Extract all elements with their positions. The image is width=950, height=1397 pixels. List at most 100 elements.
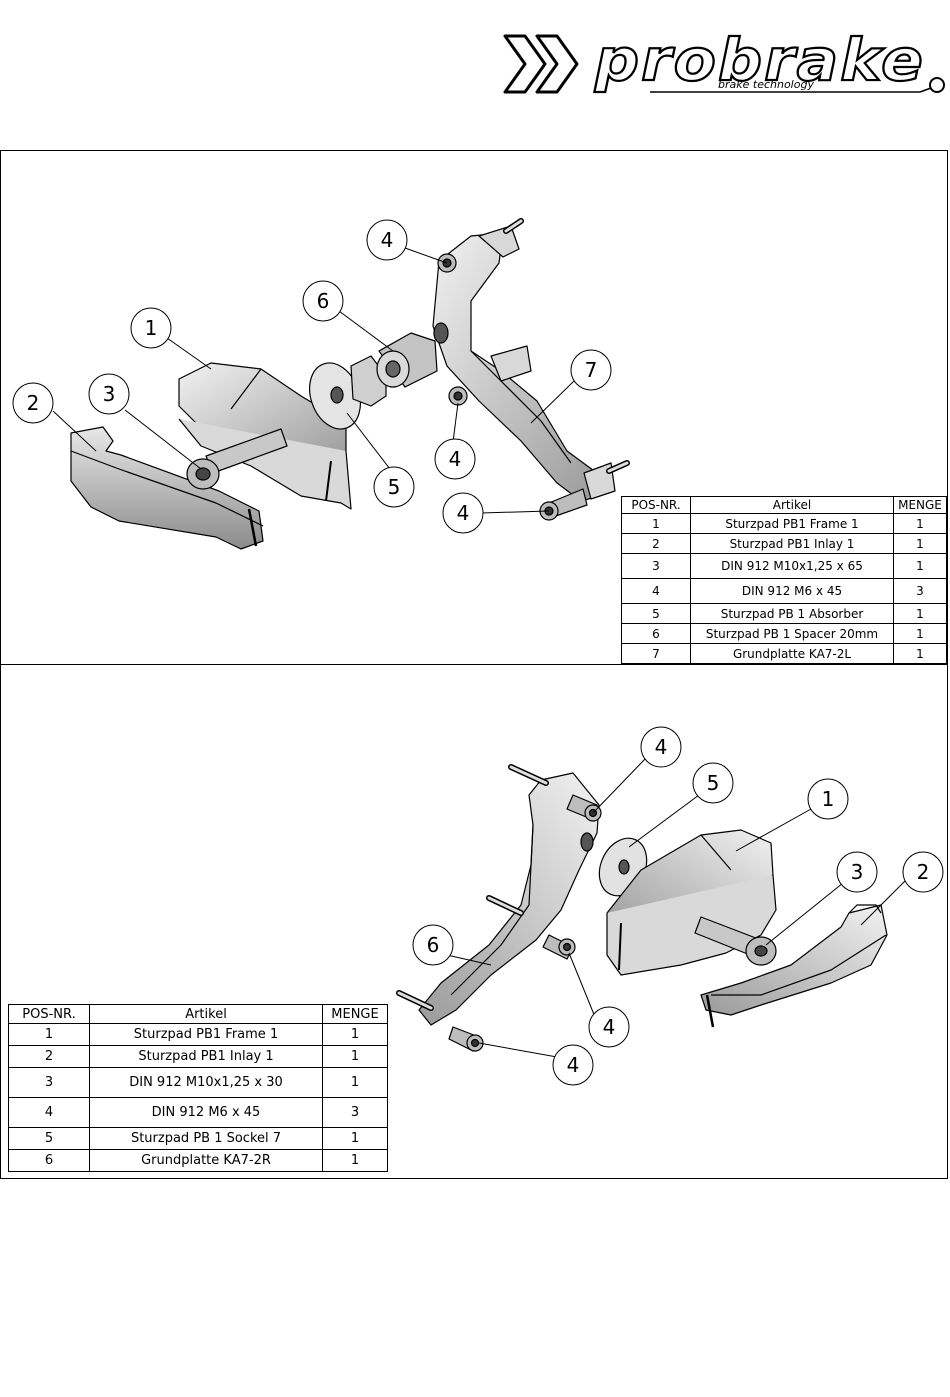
svg-text:1: 1 xyxy=(822,787,835,811)
balloon-6: 6 xyxy=(302,280,344,322)
base-plate-part xyxy=(396,764,600,1026)
balloon-2: 2 xyxy=(902,851,944,893)
balloon-4b: 4 xyxy=(588,1006,630,1048)
cell-menge: 1 xyxy=(322,1127,388,1150)
cell-pos: 6 xyxy=(8,1149,90,1172)
svg-text:7: 7 xyxy=(585,358,598,382)
cell-artikel: Sturzpad PB 1 Absorber xyxy=(690,603,894,624)
svg-text:4: 4 xyxy=(457,501,470,525)
cell-menge: 1 xyxy=(322,1023,388,1046)
inlay-part xyxy=(70,426,264,550)
svg-text:4: 4 xyxy=(655,735,668,759)
cell-pos: 4 xyxy=(8,1097,90,1128)
cell-pos: 3 xyxy=(621,553,691,579)
cell-menge: 3 xyxy=(322,1097,388,1128)
exploded-view-left: 4 6 1 2 3 5 4 7 4 POS-NR. Artikel MENGE … xyxy=(0,150,948,665)
svg-text:4: 4 xyxy=(381,228,394,252)
table-header-row: POS-NR. Artikel MENGE xyxy=(8,1004,388,1024)
col-header-menge: MENGE xyxy=(322,1004,388,1024)
cell-artikel: Sturzpad PB1 Frame 1 xyxy=(690,513,894,534)
exploded-assembly-drawing-right: 4 5 1 3 2 6 4 4 xyxy=(396,726,944,1086)
svg-text:3: 3 xyxy=(103,382,116,406)
cell-artikel: DIN 912 M6 x 45 xyxy=(690,578,894,604)
balloon-2: 2 xyxy=(12,382,54,424)
cell-artikel: Sturzpad PB1 Inlay 1 xyxy=(89,1045,323,1068)
svg-text:6: 6 xyxy=(427,933,440,957)
cell-menge: 1 xyxy=(893,603,947,624)
balloon-3: 3 xyxy=(836,851,878,893)
cell-artikel: Grundplatte KA7-2L xyxy=(690,643,894,664)
balloon-4a: 4 xyxy=(640,726,682,768)
col-header-menge: MENGE xyxy=(893,496,947,514)
brand-tagline: brake technology xyxy=(718,78,814,91)
leader-lines xyxy=(446,758,907,1058)
cell-artikel: Sturzpad PB 1 Spacer 20mm xyxy=(690,623,894,644)
cell-menge: 1 xyxy=(322,1045,388,1068)
cell-artikel: Sturzpad PB 1 Sockel 7 xyxy=(89,1127,323,1150)
cell-artikel: DIN 912 M10x1,25 x 65 xyxy=(690,553,894,579)
cell-menge: 1 xyxy=(893,553,947,579)
cell-menge: 1 xyxy=(893,623,947,644)
col-header-artikel: Artikel xyxy=(89,1004,323,1024)
balloon-7: 7 xyxy=(570,349,612,391)
svg-text:6: 6 xyxy=(317,289,330,313)
brand-wordmark: probrake xyxy=(594,28,925,94)
cell-menge: 1 xyxy=(322,1067,388,1098)
balloon-4b: 4 xyxy=(434,438,476,480)
svg-text:2: 2 xyxy=(27,391,40,415)
cell-pos: 5 xyxy=(621,603,691,624)
svg-text:5: 5 xyxy=(388,475,401,499)
balloon-6: 6 xyxy=(412,924,454,966)
inlay-part xyxy=(700,904,888,1028)
balloon-3: 3 xyxy=(88,373,130,415)
svg-text:4: 4 xyxy=(449,447,462,471)
cell-artikel: DIN 912 M6 x 45 xyxy=(89,1097,323,1128)
col-header-artikel: Artikel xyxy=(690,496,894,514)
col-header-pos: POS-NR. xyxy=(621,496,691,514)
svg-text:2: 2 xyxy=(917,860,930,884)
cell-pos: 4 xyxy=(621,578,691,604)
cell-pos: 3 xyxy=(8,1067,90,1098)
leader-lines xyxy=(52,247,575,514)
col-header-pos: POS-NR. xyxy=(8,1004,90,1024)
balloon-4c: 4 xyxy=(552,1044,594,1086)
table-header-row: POS-NR. Artikel MENGE xyxy=(621,496,947,514)
cell-artikel: Sturzpad PB1 Inlay 1 xyxy=(690,533,894,554)
probrake-logo: probrake brake technology xyxy=(503,28,945,95)
cell-menge: 1 xyxy=(322,1149,388,1172)
cell-pos: 1 xyxy=(621,513,691,534)
balloon-group-top: 4 6 1 2 3 5 4 7 4 xyxy=(12,219,612,534)
frame-part xyxy=(606,829,777,976)
svg-text:4: 4 xyxy=(603,1015,616,1039)
cell-pos: 2 xyxy=(621,533,691,554)
cell-menge: 1 xyxy=(893,533,947,554)
cell-pos: 2 xyxy=(8,1045,90,1068)
bolt-m10 xyxy=(186,428,288,490)
frame-part xyxy=(178,362,352,510)
spacer-part xyxy=(376,332,438,388)
bolt-m10 xyxy=(694,916,777,966)
balloon-4a: 4 xyxy=(366,219,408,261)
cell-menge: 1 xyxy=(893,643,947,664)
balloon-5: 5 xyxy=(373,466,415,508)
balloon-1: 1 xyxy=(130,307,172,349)
svg-text:3: 3 xyxy=(851,860,864,884)
svg-text:1: 1 xyxy=(145,316,158,340)
svg-text:5: 5 xyxy=(707,771,720,795)
cell-menge: 1 xyxy=(893,513,947,534)
